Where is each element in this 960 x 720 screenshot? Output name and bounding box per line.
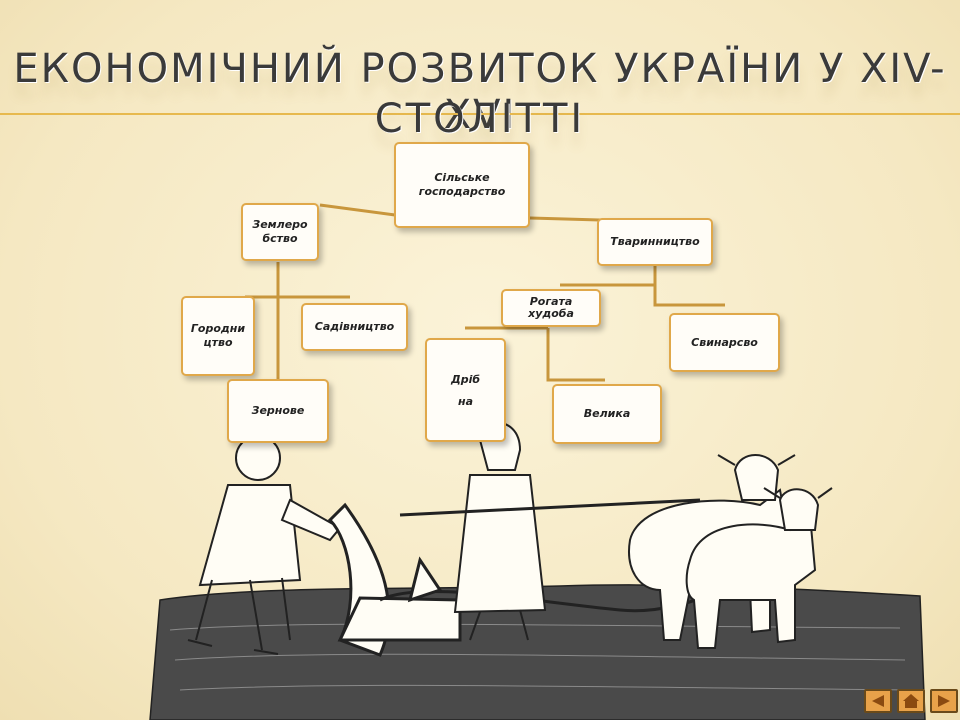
node-pigs[interactable]: Свинарсво bbox=[669, 313, 780, 372]
node-orchards[interactable]: Садівництво bbox=[301, 303, 408, 351]
node-grain[interactable]: Зернове bbox=[227, 379, 329, 443]
arrow-left-icon bbox=[872, 695, 884, 707]
previous-slide-button[interactable] bbox=[864, 689, 892, 713]
next-slide-button[interactable] bbox=[930, 689, 958, 713]
node-livestock[interactable]: Тваринництво bbox=[597, 218, 713, 266]
node-agriculture[interactable]: Сільське господарство bbox=[394, 142, 530, 228]
arrow-right-icon bbox=[938, 695, 950, 707]
node-cattle[interactable]: Рогата худоба bbox=[501, 289, 601, 327]
home-button[interactable] bbox=[897, 689, 925, 713]
node-small-cattle[interactable]: Дріб на bbox=[425, 338, 506, 442]
node-farming[interactable]: Землеро бство bbox=[241, 203, 319, 261]
title-divider bbox=[0, 113, 960, 115]
slide-title-line-2: СТОЛІТТІ bbox=[374, 96, 586, 142]
slide-title-line-1: ЕКОНОМІЧНИЙ РОЗВИТОК УКРАЇНИ У XIV-XVI bbox=[13, 46, 947, 138]
node-large-cattle[interactable]: Велика bbox=[552, 384, 662, 444]
home-icon bbox=[903, 694, 919, 708]
node-gardening[interactable]: Городни цтво bbox=[181, 296, 255, 376]
